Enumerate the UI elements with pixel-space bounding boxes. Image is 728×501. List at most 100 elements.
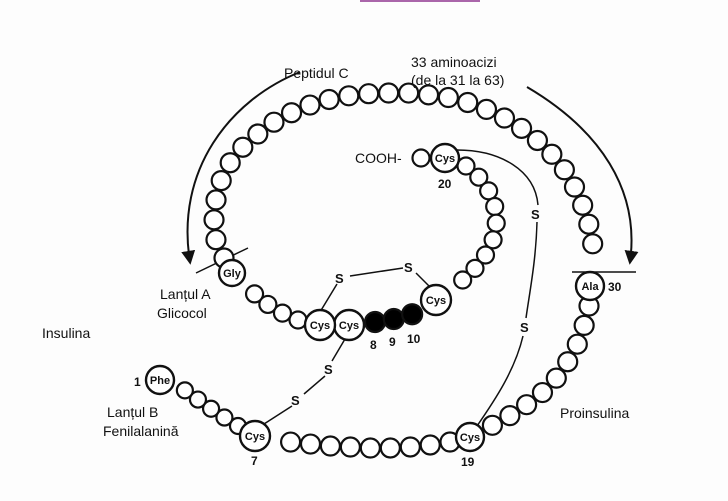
residue-cys-7: Cys xyxy=(238,419,272,453)
amino-acid-bead xyxy=(359,437,381,459)
residue-circle xyxy=(419,283,453,317)
amino-acid-bead xyxy=(465,258,485,278)
residue-number-8: 8 xyxy=(370,338,377,352)
sulfur-label: S xyxy=(404,260,413,275)
arrow-right xyxy=(526,86,639,265)
amino-acid-bead xyxy=(205,189,227,211)
amino-acid-bead xyxy=(475,245,496,265)
amino-acid-bead xyxy=(453,270,473,290)
amino-acid-bead xyxy=(510,117,533,139)
label-peptide-c: Peptidul C xyxy=(284,65,349,81)
residue-phe: Phe xyxy=(144,364,176,396)
residue-label: Cys xyxy=(339,320,359,332)
amino-acid-bead xyxy=(481,414,504,436)
amino-acid-bead xyxy=(219,152,241,174)
amino-acid-bead xyxy=(258,294,278,315)
amino-acid-bead xyxy=(382,307,405,331)
residue-number-10: 10 xyxy=(407,332,421,346)
amino-acid-bead xyxy=(280,102,303,124)
amino-acid-bead xyxy=(272,303,293,323)
label-insulina: Insulina xyxy=(42,325,90,341)
sulfur-label: S xyxy=(291,393,300,408)
residue-cys-a11: Cys xyxy=(419,283,453,317)
amino-acid-bead xyxy=(203,209,225,231)
residue-circle xyxy=(238,419,272,453)
amino-acid-bead xyxy=(475,98,498,120)
amino-acid-bead xyxy=(572,194,594,216)
amino-acid-bead xyxy=(188,390,208,409)
residue-circle xyxy=(144,364,176,396)
amino-acid-bead xyxy=(201,399,221,418)
amino-acid-bead xyxy=(573,314,595,337)
residue-circle xyxy=(303,308,337,342)
label-chain-b: Lanțul B xyxy=(107,404,158,420)
amino-acid-bead xyxy=(563,176,586,198)
amino-acid-bead xyxy=(516,394,538,416)
residue-circle xyxy=(217,258,247,288)
amino-acid-bead xyxy=(526,129,549,152)
amino-acid-bead xyxy=(457,91,479,114)
amino-acid-bead xyxy=(578,213,600,235)
amino-acid-bead xyxy=(205,229,227,251)
arrow-left xyxy=(181,71,301,265)
amino-acid-bead xyxy=(411,148,431,168)
amino-acid-bead xyxy=(232,136,254,158)
amino-acid-bead xyxy=(541,143,563,165)
amino-acid-bead xyxy=(263,111,285,133)
amino-acid-bead xyxy=(247,123,269,145)
amino-acid-bead xyxy=(417,84,440,106)
label-aa-range: (de la 31 la 63) xyxy=(411,72,504,88)
label-cooh: COOH- xyxy=(355,150,402,166)
residue-cys-19: Cys xyxy=(454,421,486,453)
amino-acid-bead xyxy=(244,284,265,304)
residue-number-19: 19 xyxy=(461,455,475,469)
amino-acid-bead xyxy=(566,333,588,355)
amino-acid-bead xyxy=(419,434,441,456)
amino-acid-bead xyxy=(399,436,421,458)
amino-acid-bead xyxy=(339,436,361,458)
label-glicocol: Glicocol xyxy=(157,305,207,321)
amino-acid-bead xyxy=(401,303,424,326)
residue-label: Cys xyxy=(426,295,446,307)
residue-circle xyxy=(454,421,486,453)
amino-acid-bead xyxy=(379,437,401,459)
disulfide-bonds xyxy=(263,149,539,427)
amino-acid-bead xyxy=(469,167,489,187)
residue-circle xyxy=(429,142,461,174)
sulfur-label: S xyxy=(520,320,529,335)
amino-acid-bead xyxy=(358,83,380,105)
amino-acid-bead xyxy=(210,169,232,192)
residue-cys-a7: Cys xyxy=(332,308,366,342)
label-proinsulina: Proinsulina xyxy=(560,405,629,421)
amino-acid-bead xyxy=(437,86,459,109)
amino-acid-bead xyxy=(319,435,341,457)
amino-acid-bead xyxy=(363,310,387,334)
amino-acid-bead xyxy=(499,405,521,427)
amino-acid-bead xyxy=(531,381,554,404)
sulfur-label: S xyxy=(531,207,540,222)
amino-acid-bead xyxy=(485,196,505,217)
residue-ala: Ala xyxy=(574,270,606,302)
amino-acid-beads xyxy=(175,82,604,459)
residue-circle xyxy=(574,270,606,302)
amino-acid-bead xyxy=(318,88,340,111)
label-aa-count: 33 aminoacizi xyxy=(411,54,497,70)
residue-label: Gly xyxy=(223,268,242,280)
label-fenilalanina: Fenilalanină xyxy=(103,423,179,439)
amino-acid-bead xyxy=(378,82,400,104)
amino-acid-bead xyxy=(483,230,503,250)
residue-cys-20: Cys xyxy=(429,142,461,174)
residue-label: Ala xyxy=(581,281,599,293)
residue-number-9: 9 xyxy=(389,335,396,349)
residue-number-7: 7 xyxy=(251,454,258,468)
amino-acid-bead xyxy=(479,181,499,201)
residue-number-20: 20 xyxy=(438,177,452,191)
amino-acid-bead xyxy=(299,94,321,116)
amino-acid-bead xyxy=(493,107,516,129)
sulfur-label: S xyxy=(335,271,344,286)
amino-acid-bead xyxy=(545,367,567,389)
label-chain-a: Lanțul A xyxy=(160,286,211,302)
residue-cys-a6: Cys xyxy=(303,308,337,342)
